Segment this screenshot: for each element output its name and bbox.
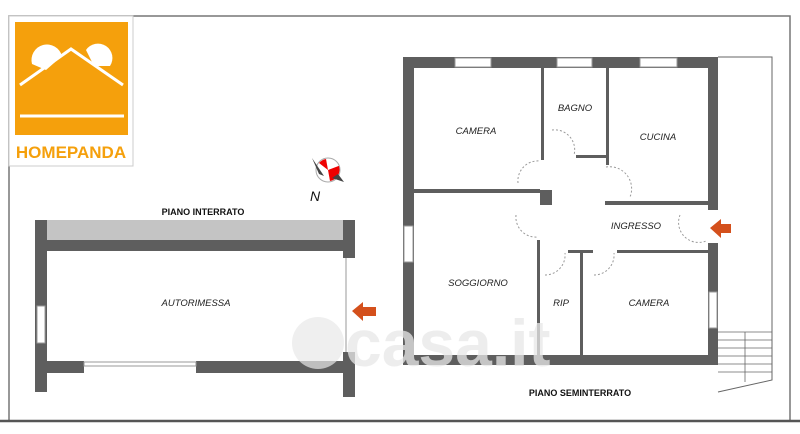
compass-north-label: N — [310, 188, 321, 204]
room-label-soggiorno: SOGGIORNO — [448, 278, 508, 289]
watermark-text: casa.it — [345, 306, 550, 380]
room-label-bagno: BAGNO — [558, 103, 593, 114]
logo-brand-text: HOMEPANDA — [16, 143, 126, 162]
floor-title-seminterrato: PIANO SEMINTERRATO — [529, 388, 631, 398]
room-label-ingresso: INGRESSO — [611, 221, 662, 232]
homepanda-logo: HOMEPANDA — [15, 22, 128, 162]
apartment-plan — [403, 56, 773, 393]
room-label-camera-2: CAMERA — [629, 298, 670, 309]
watermark: casa.it — [292, 306, 550, 380]
compass-icon: N — [310, 157, 344, 204]
room-label-autorimessa: AUTORIMESSA — [161, 298, 231, 309]
apartment-entrance-arrow-icon — [710, 219, 731, 238]
frame — [8, 15, 791, 420]
floor-title-interrato: PIANO INTERRATO — [162, 207, 245, 217]
room-label-cucina: CUCINA — [640, 132, 676, 143]
room-label-rip: RIP — [553, 298, 570, 309]
garage-entrance-arrow-icon — [352, 302, 376, 321]
room-label-camera-1: CAMERA — [456, 126, 497, 137]
